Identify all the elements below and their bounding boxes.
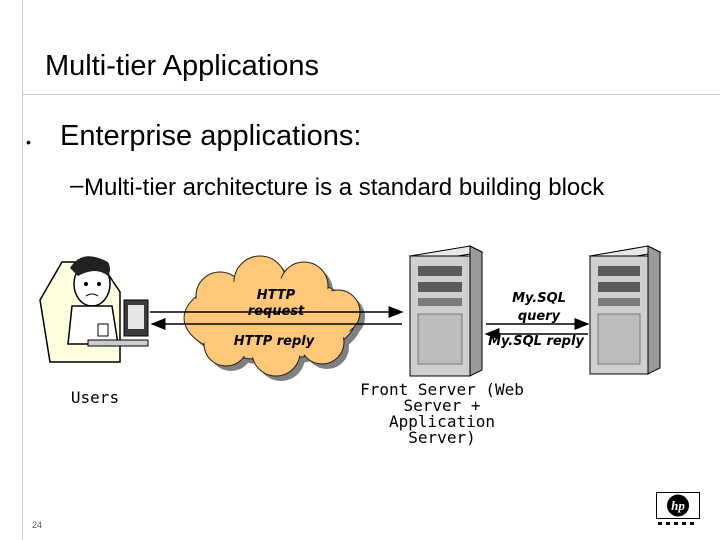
title-underline	[22, 94, 720, 95]
db-server-tower-icon	[588, 245, 662, 375]
front-server-tower-icon	[408, 245, 484, 377]
cloud-icon	[183, 255, 365, 381]
front-server-label: Front Server (Web Server + Application S…	[360, 380, 524, 447]
mysql-reply-label: My.SQL reply	[488, 334, 584, 349]
hp-logo: hp	[656, 492, 700, 528]
left-vertical-rule	[22, 0, 23, 540]
slide-title: Multi-tier Applications	[45, 50, 319, 82]
user-at-computer-icon	[39, 256, 149, 363]
bullet-enterprise-applications: Enterprise applications:	[60, 120, 362, 152]
sub-bullet-multi-tier: Multi-tier architecture is a standard bu…	[84, 174, 605, 201]
http-request-label: HTTP request	[247, 288, 305, 319]
mysql-query-label: My.SQL query	[512, 291, 566, 324]
http-reply-label: HTTP reply	[233, 334, 315, 349]
bullet-dot: •	[26, 134, 31, 150]
users-label: Users	[70, 388, 120, 407]
page-number: 24	[32, 520, 43, 530]
svg-text:hp: hp	[671, 498, 685, 513]
sub-bullet-dash: –	[70, 172, 84, 199]
